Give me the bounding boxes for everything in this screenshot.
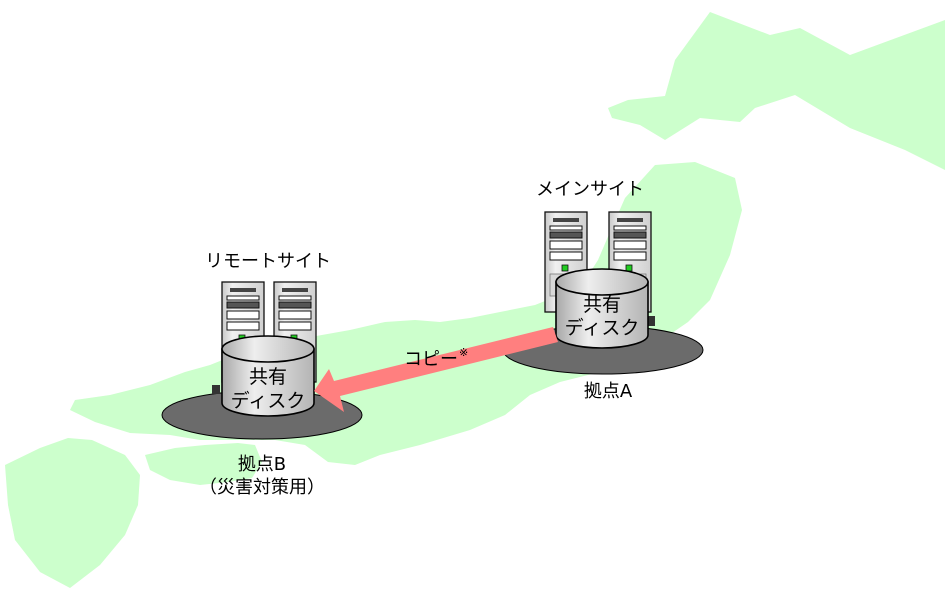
site-b-disk-label-line1: 共有 (249, 366, 287, 388)
copy-arrow-shape (314, 327, 558, 412)
site-a-title: メインサイト (536, 179, 644, 200)
japan-map (5, 12, 945, 588)
site-b-title: リモートサイト (205, 251, 331, 272)
main-site-a: 共有 ディスク メインサイト 拠点A (502, 179, 704, 402)
copy-label: コピー (404, 349, 458, 370)
remote-site-b: 共有 ディスク リモートサイト 拠点B （災害対策用） (161, 251, 363, 498)
site-a-disk-label-line2: ディスク (565, 317, 640, 339)
disk-connector (212, 385, 220, 394)
site-b-disk-label-line2: ディスク (231, 390, 306, 412)
site-b-location: 拠点B (238, 454, 286, 475)
shared-disk-icon (221, 335, 315, 417)
copy-arrow: コピー ※ (314, 327, 558, 412)
site-b-purpose: （災害対策用） (199, 477, 325, 498)
site-a-location: 拠点A (584, 381, 633, 402)
site-a-disk-label-line1: 共有 (583, 294, 621, 316)
shikoku-landmass (145, 443, 262, 485)
copy-footnote-mark: ※ (459, 346, 468, 359)
hokkaido-landmass (608, 12, 945, 170)
kyushu-landmass (5, 438, 140, 588)
shared-disk-icon (555, 268, 649, 349)
disk-connector (646, 316, 655, 326)
